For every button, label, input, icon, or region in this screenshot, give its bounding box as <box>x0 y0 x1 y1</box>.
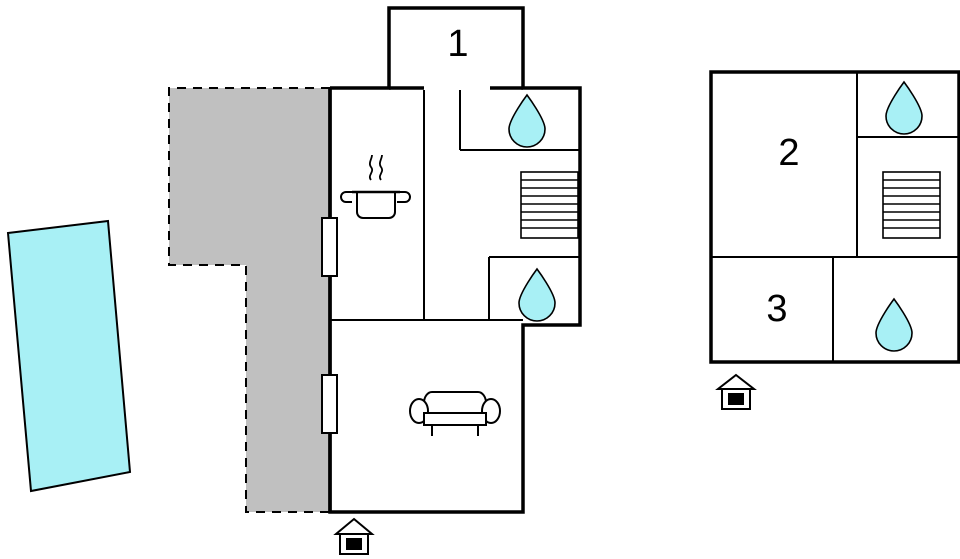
water-drop-icon <box>875 297 913 352</box>
stairs-icon <box>882 171 941 239</box>
room-label-2: 2 <box>778 132 799 174</box>
window-icon <box>321 217 338 277</box>
water-drop-icon <box>508 93 546 148</box>
swimming-pool <box>6 219 132 493</box>
water-drop-icon <box>518 267 556 322</box>
main-house-interior-walls <box>331 86 580 321</box>
room-label-1: 1 <box>447 23 468 65</box>
sofa-icon <box>409 391 501 436</box>
entrance-door-icon <box>333 517 375 555</box>
cooking-pot-icon <box>340 154 411 219</box>
stairs-icon <box>520 171 579 239</box>
second-building-interior-walls <box>711 72 959 362</box>
room-label-3: 3 <box>766 288 787 330</box>
water-drop-icon <box>885 80 923 135</box>
entrance-door-icon <box>715 373 757 410</box>
window-icon <box>321 374 338 434</box>
terrace-area <box>168 87 330 513</box>
main-house-outline <box>328 6 582 514</box>
